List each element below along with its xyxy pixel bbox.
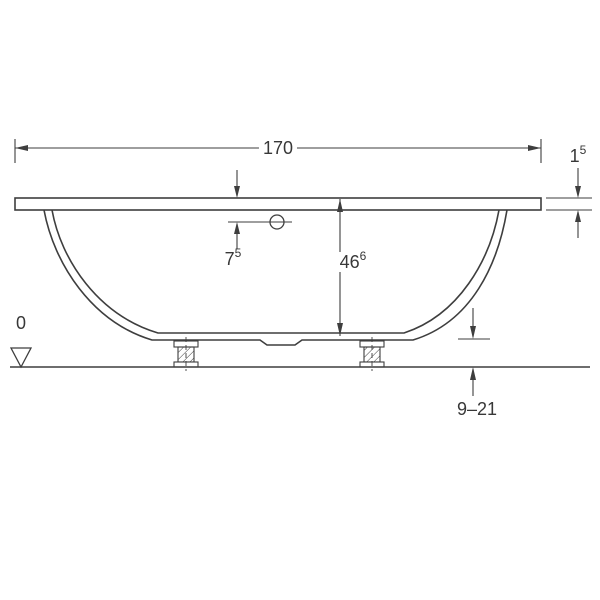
arrow-down-icon <box>470 326 476 339</box>
adjustable-foot-left <box>173 337 199 371</box>
dim-label-rim-height: 15 <box>565 143 591 166</box>
arrow-down-icon <box>575 186 581 198</box>
arrow-left-icon <box>15 145 28 151</box>
arrow-up-icon <box>337 199 343 212</box>
dim-value: 7 <box>224 249 235 269</box>
dim-value: 0 <box>15 313 27 333</box>
arrow-up-icon <box>470 367 476 380</box>
dim-label-feet-range: 9–21 <box>452 399 502 419</box>
tub-inner-wall <box>51 209 500 334</box>
dim-value-sup: 5 <box>234 246 242 260</box>
dim-label-tub-height: 466 <box>335 249 371 272</box>
dim-value-sup: 6 <box>359 249 367 263</box>
dim-label-datum: 0 <box>11 313 31 333</box>
adjustable-foot-right <box>359 337 385 371</box>
dim-label-overall-width: 170 <box>258 138 298 158</box>
arrow-right-icon <box>528 145 541 151</box>
dimension-arrowheads <box>15 145 581 380</box>
arrow-down-icon <box>337 323 343 336</box>
tub-rim <box>14 197 542 211</box>
dim-value-sup: 5 <box>579 143 587 157</box>
tub-outer-wall <box>43 209 508 346</box>
dim-value: 46 <box>339 252 360 272</box>
datum-triangle-icon <box>9 347 33 369</box>
dim-value: 9–21 <box>456 399 498 419</box>
arrow-up-icon <box>575 210 581 222</box>
drawing-root <box>9 139 592 396</box>
dim-label-overflow-offset: 75 <box>220 246 246 269</box>
dimension-lines <box>14 139 592 396</box>
arrow-down-icon <box>234 186 240 198</box>
dim-value: 1 <box>569 146 580 166</box>
arrow-up-icon <box>234 222 240 234</box>
dim-value: 170 <box>262 138 294 158</box>
